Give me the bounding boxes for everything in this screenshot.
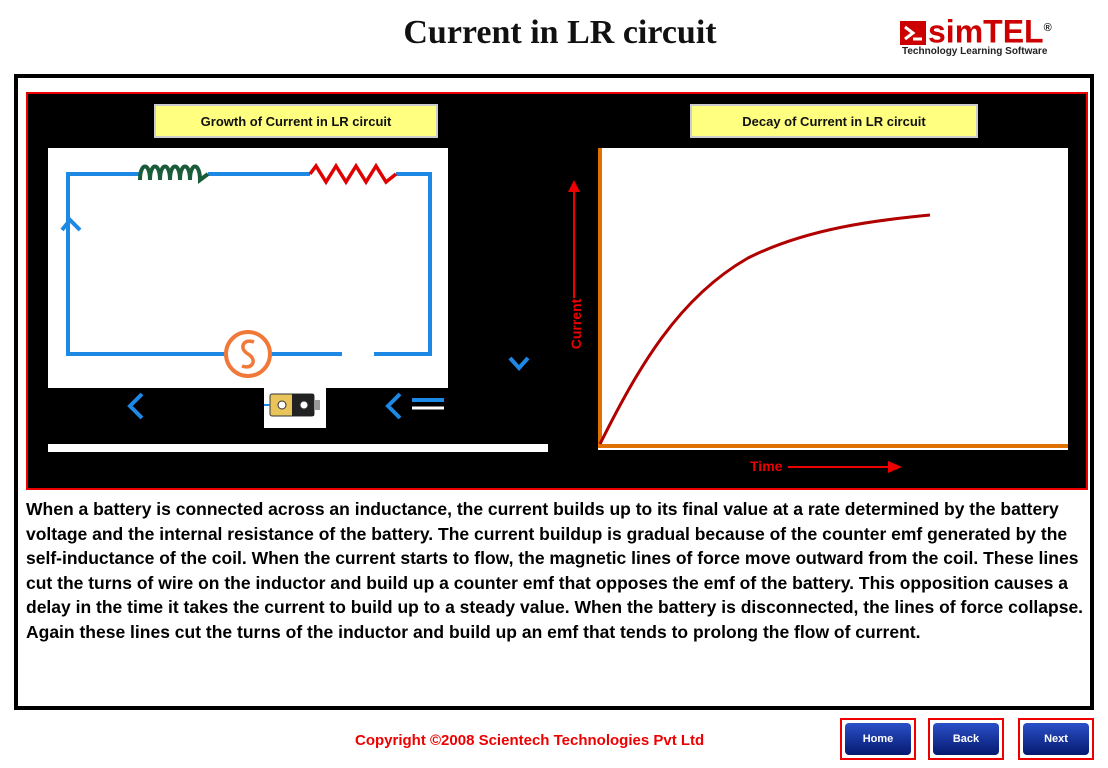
next-button-label: Next [1023, 723, 1089, 755]
decay-current-button[interactable]: Decay of Current in LR circuit [690, 104, 978, 138]
circuit-diagram: S [48, 148, 448, 388]
y-axis-label: Current [568, 298, 584, 350]
time-axis-arrow-icon [788, 461, 902, 473]
current-arrow-down-icon [508, 356, 530, 371]
circuit-wires [66, 172, 432, 356]
page-title: Current in LR circuit [403, 14, 717, 51]
current-axis-arrow-icon [568, 180, 580, 298]
back-button[interactable]: Back [928, 718, 1004, 760]
x-axis-label: Time [750, 458, 783, 474]
home-button[interactable]: Home [840, 718, 916, 760]
progress-bar [48, 444, 548, 452]
inductor-coil-icon [138, 164, 210, 184]
battery[interactable] [264, 384, 326, 428]
back-button-label: Back [933, 723, 999, 755]
switch-symbol: S [248, 358, 249, 360]
resistor-icon [308, 162, 398, 186]
growth-current-button[interactable]: Growth of Current in LR circuit [154, 104, 438, 138]
circuit-drawing: S [60, 162, 432, 378]
current-arrow-left-icon [127, 392, 144, 420]
current-arrow-left-battery-icon [385, 392, 444, 420]
current-arrow-up-icon [60, 217, 82, 232]
next-button[interactable]: Next [1018, 718, 1094, 760]
home-button-label: Home [845, 723, 911, 755]
logo-mark-icon [900, 20, 926, 45]
current-graph [598, 148, 1068, 450]
logo-brand: simTEL® [900, 10, 1052, 50]
registered-mark: ® [1043, 22, 1052, 34]
current-growth-curve [598, 213, 931, 445]
copyright-text: Copyright ©2008 Scientech Technologies P… [355, 732, 705, 749]
logo-tagline: Technology Learning Software [902, 46, 1048, 57]
simtel-logo: simTEL® Technology Learning Software [900, 10, 1070, 60]
graph-plot [598, 148, 1068, 448]
logo-brand-text: simTEL [928, 13, 1044, 50]
description-text: When a battery is connected across an in… [26, 499, 1084, 642]
battery-icon [264, 393, 320, 417]
